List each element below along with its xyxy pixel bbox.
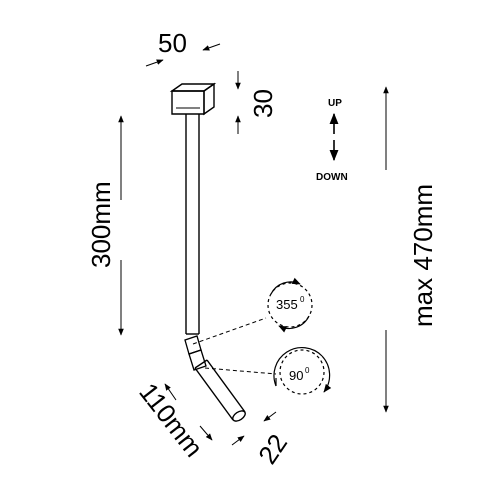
head-diameter-dimension — [231, 411, 277, 446]
leader-lines — [192, 317, 277, 375]
horizontal-rotation-degree: 0 — [300, 295, 305, 304]
suspension-rod — [185, 114, 200, 335]
mount-height-label: 30 — [248, 89, 278, 118]
swivel-joint — [184, 335, 207, 371]
down-label: DOWN — [316, 172, 348, 183]
rod-length-label: 300mm — [86, 181, 116, 268]
up-label: UP — [328, 98, 342, 109]
head-diameter-label: 22 — [252, 429, 293, 470]
head-length-dimension — [164, 383, 213, 441]
tilt-indicator — [273, 347, 332, 395]
width-dimension — [145, 43, 221, 67]
width-label: 50 — [158, 28, 187, 58]
tilt-degree: 0 — [305, 366, 310, 375]
max-height-label: max 470mm — [408, 184, 438, 327]
ceiling-mount — [169, 82, 217, 116]
head-length-label: 110mm — [133, 377, 209, 462]
horizontal-rotation-value: 355 — [276, 297, 298, 312]
tilt-value: 90 — [289, 368, 303, 383]
horizontal-rotation-indicator — [267, 277, 313, 333]
